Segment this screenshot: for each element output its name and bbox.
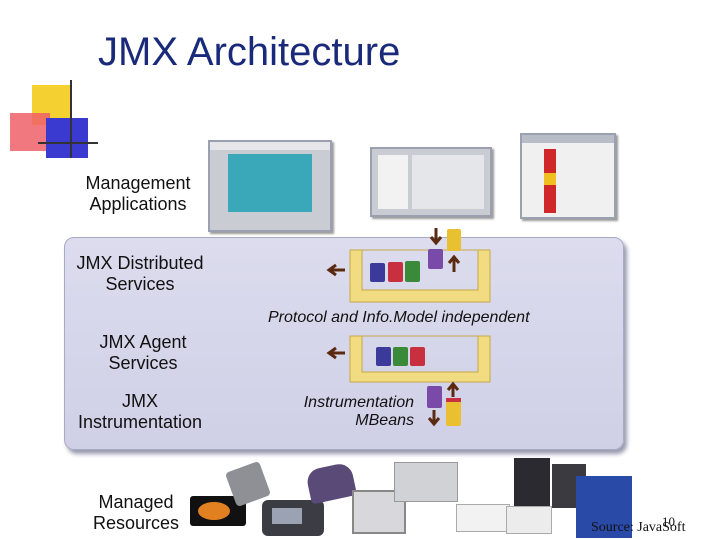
distributed-down-arrow (429, 228, 443, 246)
device-server-1 (514, 458, 550, 508)
screenshot-1-canvas (228, 154, 312, 212)
management-app-screenshot-1 (208, 140, 332, 232)
jmx-panel (64, 237, 624, 450)
decor-blue-square (46, 118, 88, 158)
instrumentation-mbeans-note: Instrumentation MBeans (303, 394, 414, 429)
decor-red-square (10, 113, 50, 151)
device-phone (262, 500, 324, 536)
label-jmx-distributed-services: JMX Distributed Services (76, 253, 204, 294)
slide-title: JMX Architecture (98, 30, 401, 74)
label-jmx-instrumentation: JMX Instrumentation (77, 391, 203, 432)
agent-green-bean (393, 347, 408, 366)
distributed-green-bean (405, 261, 420, 282)
screenshot-3-header (522, 135, 614, 143)
mbean-down-arrow (427, 410, 441, 427)
screenshot-2-tree (378, 155, 408, 209)
decor-logo (10, 80, 100, 160)
page-number: 10 (662, 514, 675, 529)
distributed-red-bean (388, 262, 403, 282)
agent-red-bean (410, 347, 425, 366)
device-phone-screen (272, 508, 302, 524)
distributed-left-arrow (326, 263, 345, 277)
device-terminal (506, 506, 552, 534)
source-credit: Source: JavaSoft (591, 520, 686, 535)
distributed-purple-bean (428, 249, 443, 269)
device-blue-server-image (576, 476, 632, 538)
decor-horizontal-line (38, 142, 98, 144)
screenshot-1-toolbar (210, 142, 330, 150)
protocol-note: Protocol and Info.Model independent (268, 309, 530, 326)
management-app-screenshot-2 (370, 147, 492, 217)
distributed-up-arrow (447, 254, 461, 272)
distributed-yellow-bean (447, 229, 461, 251)
management-app-screenshot-3 (520, 133, 616, 219)
mbean-purple (427, 386, 442, 408)
device-window-screenshot (394, 462, 458, 502)
agent-services-connector (349, 335, 491, 383)
label-jmx-agent-services: JMX Agent Services (99, 332, 187, 373)
screenshot-2-panel (412, 155, 484, 209)
agent-blue-bean (376, 347, 391, 366)
decor-vertical-line (70, 80, 72, 158)
device-photo-content (198, 502, 230, 520)
mbean-up-arrow (446, 381, 460, 397)
label-managed-resources: Managed Resources (92, 492, 180, 533)
distributed-blue-bean (370, 263, 385, 282)
device-router (456, 504, 510, 532)
mbean-red-band (446, 398, 461, 402)
mbean-yellow (446, 398, 461, 426)
screenshot-3-yellow-cell (544, 173, 556, 185)
label-management-applications: Management Applications (85, 173, 191, 214)
agent-left-arrow (326, 346, 345, 360)
device-photo-frame (190, 496, 246, 526)
